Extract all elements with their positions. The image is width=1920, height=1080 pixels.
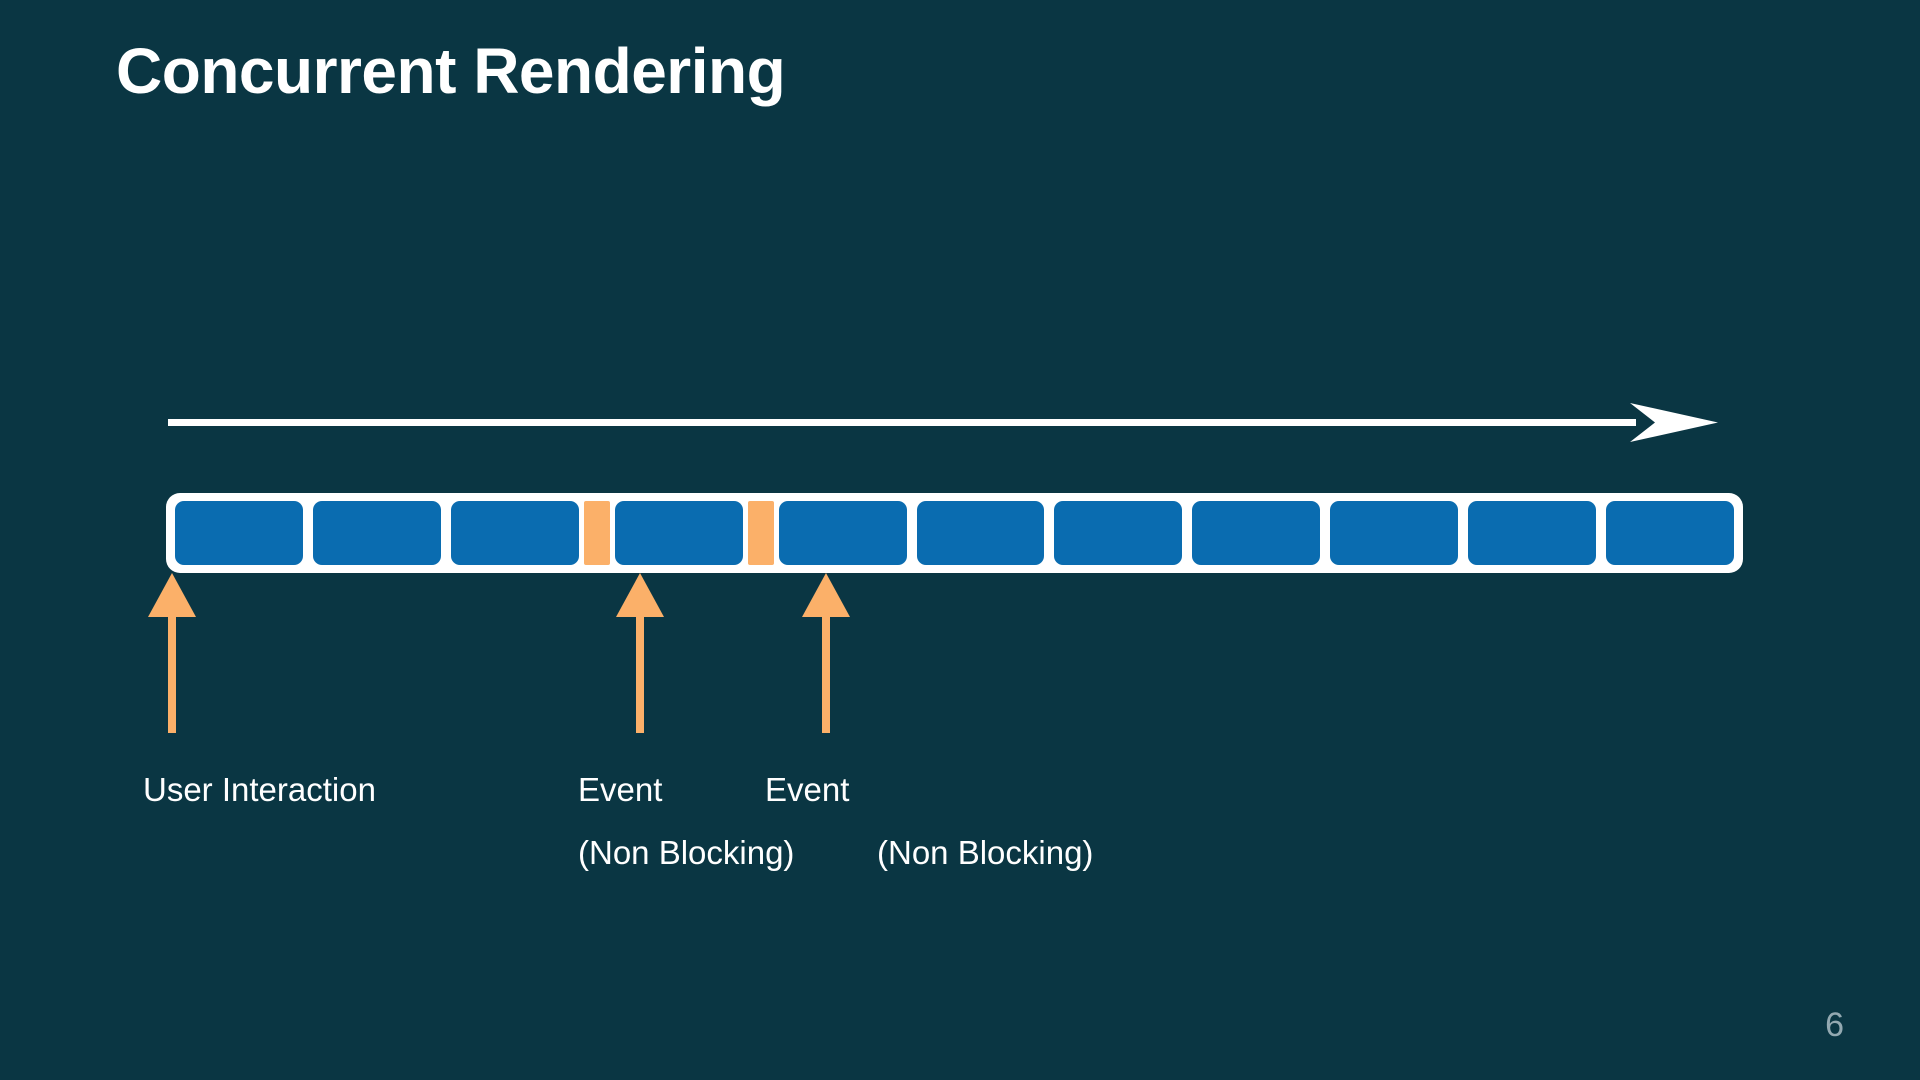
- timeline-segment-work: [916, 501, 1045, 565]
- callout-label-main: User Interaction: [143, 771, 376, 808]
- callout-sublabel: (Non Blocking): [578, 833, 795, 871]
- timeline-segment-work: [1468, 501, 1597, 565]
- timeline-segment-work: [1192, 501, 1321, 565]
- page-number: 6: [1825, 1006, 1844, 1044]
- render-work-timeline: [166, 493, 1743, 573]
- timeline-segment-work: [1054, 501, 1183, 565]
- callout-sublabel: (Non Blocking): [877, 833, 1094, 871]
- timeline-segment-event: [747, 501, 774, 565]
- callout-label-main: Event: [765, 771, 850, 808]
- timeline-segment-work: [778, 501, 907, 565]
- page-title: Concurrent Rendering: [116, 35, 786, 107]
- callout-label-user-interaction: User Interaction: [143, 766, 376, 814]
- timeline-segment-work: [450, 501, 579, 565]
- callout-label-event-2: Event (Non Blocking): [765, 766, 1093, 877]
- timeline-segment-event: [583, 501, 610, 565]
- callout-label-event-1: Event (Non Blocking): [578, 766, 794, 877]
- timeline-segment-work: [614, 501, 743, 565]
- timeline-segment-work: [312, 501, 441, 565]
- time-axis-arrow: [168, 398, 1718, 448]
- timeline-segment-work: [1606, 501, 1734, 565]
- timeline-segment-work: [175, 501, 303, 565]
- callout-label-main: Event: [578, 771, 663, 808]
- timeline-segment-work: [1330, 501, 1459, 565]
